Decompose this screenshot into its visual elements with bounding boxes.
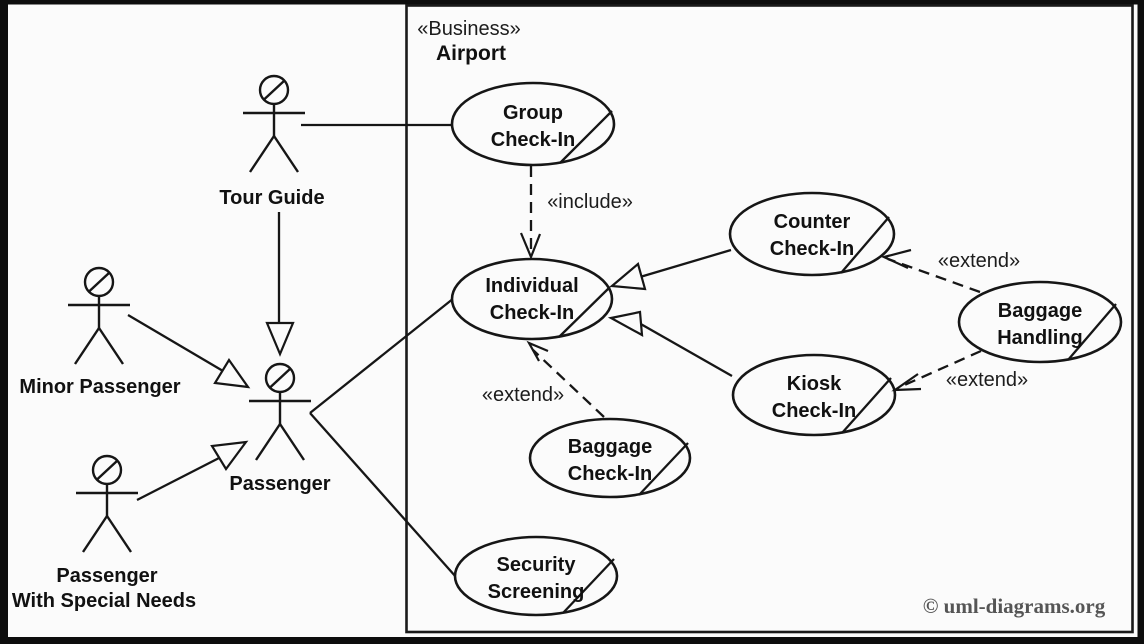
association-passenger-security-screening [309, 412, 457, 578]
actor-minor-passenger: Minor Passenger [19, 266, 181, 398]
baggage-check-in-label-line2: Check-In [568, 463, 652, 485]
extend-baggage-check-in-individual-line [532, 349, 605, 418]
kiosk-check-in-ellipse [731, 353, 897, 437]
business-use-case-slash [562, 558, 615, 614]
actor-passenger: Passenger [229, 362, 331, 495]
system-boundary: «Business» Airport [405, 4, 1134, 634]
use-case-baggage-handling: Baggage Handling [957, 280, 1123, 364]
letterbox-right [1137, 0, 1144, 644]
letterbox-bottom [0, 637, 1144, 644]
generalization-arrowhead-minor-passenger [213, 357, 251, 389]
generalization-arrowhead-special-needs [210, 440, 249, 471]
use-case-security-screening: Security Screening [453, 535, 619, 617]
use-case-counter-check-in: Counter Check-In [728, 191, 896, 277]
actor-passenger-label: Passenger [229, 473, 330, 495]
letterbox-left [0, 0, 8, 644]
group-check-in-ellipse [450, 81, 616, 167]
generalization-arrowhead-counter [609, 262, 647, 291]
extend-baggage-handling-counter-line [887, 257, 981, 294]
individual-check-in-label-line2: Check-In [490, 302, 574, 324]
business-use-case-slash [841, 377, 892, 434]
business-use-case-slash [1067, 303, 1117, 361]
counter-check-in-label-line2: Check-In [770, 238, 854, 260]
use-case-group-check-in: Group Check-In [450, 81, 616, 167]
letterbox-top [0, 0, 1144, 5]
extend-label-baggage-check-in: «extend» [482, 384, 564, 406]
generalization-minor-passenger-line [127, 314, 224, 372]
association-passenger-individual-check-in [309, 297, 455, 414]
extend-arrowhead-counter [880, 248, 912, 269]
baggage-check-in-ellipse [528, 417, 692, 499]
generalization-arrowhead-tour-guide [265, 321, 295, 357]
individual-check-in-label-line1: Individual [485, 275, 578, 297]
include-label: «include» [547, 191, 633, 213]
extend-arrowhead-individual [526, 340, 549, 362]
business-use-case-slash [840, 216, 890, 274]
baggage-handling-label-line2: Handling [997, 327, 1083, 349]
use-case-kiosk-check-in: Kiosk Check-In [731, 353, 897, 437]
system-boundary-box [405, 4, 1134, 634]
business-use-case-slash [638, 442, 689, 496]
subject-stereotype: «Business» [417, 18, 520, 40]
baggage-handling-label-line1: Baggage [998, 300, 1082, 322]
extend-baggage-handling-kiosk-line [899, 349, 982, 389]
generalization-counter-individual-line [639, 248, 732, 279]
individual-check-in-ellipse [450, 257, 614, 341]
actor-minor-passenger-label: Minor Passenger [19, 376, 180, 398]
actor-tour-guide-label: Tour Guide [219, 187, 324, 209]
baggage-check-in-label-line1: Baggage [568, 436, 652, 458]
use-case-individual-check-in: Individual Check-In [450, 257, 614, 341]
baggage-handling-ellipse [957, 280, 1123, 364]
include-arrowhead [519, 232, 542, 260]
counter-check-in-ellipse [728, 191, 896, 277]
extend-label-counter: «extend» [938, 250, 1020, 272]
actor-tour-guide: Tour Guide [219, 74, 325, 209]
security-screening-ellipse [453, 535, 619, 617]
generalization-kiosk-individual-line [638, 322, 733, 377]
arrowheads [210, 232, 922, 471]
extend-label-kiosk: «extend» [946, 369, 1028, 391]
subject-name: Airport [436, 42, 506, 65]
actor-passenger-special-needs: Passenger With Special Needs [12, 454, 196, 612]
actor-special-needs-label-line1: Passenger [56, 565, 157, 587]
business-use-case-slash [559, 110, 613, 164]
actor-special-needs-label-line2: With Special Needs [12, 590, 196, 612]
extend-arrowhead-kiosk [891, 373, 922, 392]
security-screening-label-line1: Security [497, 554, 577, 576]
copyright-notice: © uml-diagrams.org [923, 594, 1106, 618]
use-case-baggage-check-in: Baggage Check-In [528, 417, 692, 499]
group-check-in-label-line1: Group [503, 102, 563, 124]
relationships [127, 123, 982, 578]
kiosk-check-in-label-line1: Kiosk [787, 373, 842, 395]
generalization-arrowhead-kiosk [607, 310, 644, 337]
group-check-in-label-line2: Check-In [491, 129, 575, 151]
security-screening-label-line2: Screening [488, 581, 585, 603]
counter-check-in-label-line1: Counter [774, 211, 851, 233]
kiosk-check-in-label-line2: Check-In [772, 400, 856, 422]
business-use-case-slash [558, 286, 611, 338]
generalization-special-needs-line [136, 455, 222, 502]
